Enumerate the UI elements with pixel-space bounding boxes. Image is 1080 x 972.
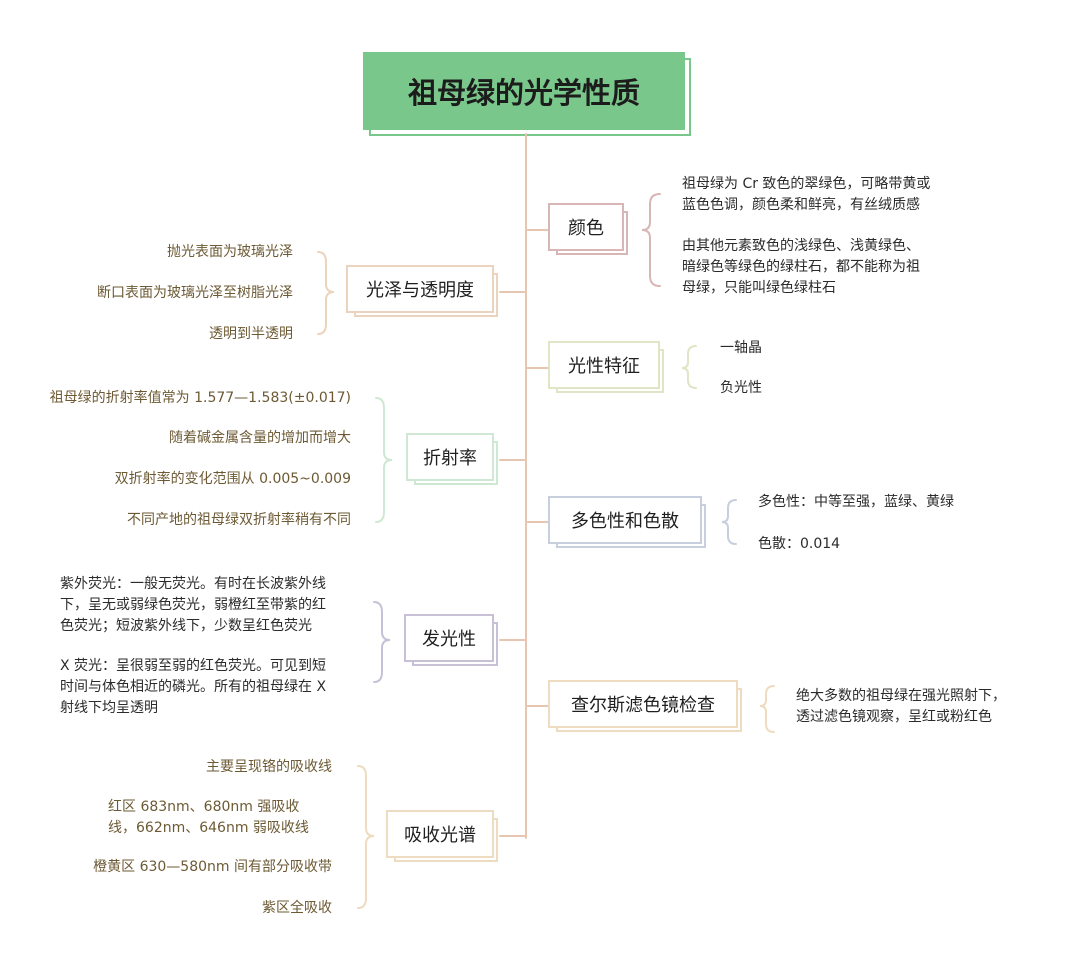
node-pleochroism: 多色性和色散 [548, 496, 706, 548]
node-luminescence-label: 发光性 [422, 629, 476, 650]
refraction-detail-2: 随着碱金属含量的增加而增大 [169, 430, 351, 446]
node-optic-label: 光性特征 [568, 356, 640, 377]
node-luster: 光泽与透明度 [346, 265, 498, 317]
node-luster-label: 光泽与透明度 [366, 280, 474, 301]
node-absorption-spectrum: 吸收光谱 [386, 810, 498, 862]
node-absorption-spectrum-label: 吸收光谱 [404, 825, 476, 846]
chelsea-detail-1: 绝大多数的祖母绿在强光照射下， 透过滤色镜观察，呈红或粉红色 [796, 688, 1006, 725]
optic-detail-1: 一轴晶 [720, 340, 762, 356]
luminescence-detail-2: X 荧光：呈很弱至弱的红色荧光。可见到短 时间与体色相近的磷光。所有的祖母绿在 … [60, 658, 327, 716]
luster-detail-2: 断口表面为玻璃光泽至树脂光泽 [97, 285, 293, 301]
optic-detail-2: 负光性 [720, 380, 762, 396]
luster-detail-3: 透明到半透明 [209, 326, 293, 342]
root-title: 祖母绿的光学性质 [407, 76, 640, 110]
node-chelsea-filter: 查尔斯滤色镜检查 [548, 680, 742, 732]
node-optic: 光性特征 [548, 341, 664, 393]
node-refraction-label: 折射率 [423, 448, 477, 469]
color-detail-2: 由其他元素致色的浅绿色、浅黄绿色、 暗绿色等绿色的绿柱石，都不能称为祖 母绿，只… [682, 238, 920, 296]
node-pleochroism-label: 多色性和色散 [571, 511, 679, 532]
node-chelsea-filter-label: 查尔斯滤色镜检查 [571, 695, 715, 716]
color-detail-1: 祖母绿为 Cr 致色的翠绿色，可略带黄或 蓝色色调，颜色柔和鲜亮，有丝绒质感 [682, 176, 931, 213]
absorption-detail-4: 紫区全吸收 [262, 900, 332, 916]
node-luminescence: 发光性 [404, 614, 498, 666]
node-color-label: 颜色 [568, 218, 604, 239]
pleochroism-detail-2: 色散：0.014 [758, 536, 841, 552]
luminescence-detail-1: 紫外荧光：一般无荧光。有时在长波紫外线 下，呈无或弱绿色荧光，弱橙红至带紫的红 … [60, 576, 326, 634]
absorption-detail-1: 主要呈现铬的吸收线 [206, 759, 332, 775]
refraction-detail-1: 祖母绿的折射率值常为 1.577—1.583(±0.017) [49, 390, 351, 406]
node-color: 颜色 [548, 203, 628, 255]
root-title-node: 祖母绿的光学性质 [363, 52, 691, 136]
absorption-detail-3: 橙黄区 630—580nm 间有部分吸收带 [93, 859, 332, 875]
node-refraction: 折射率 [406, 433, 498, 485]
refraction-detail-4: 不同产地的祖母绿双折射率稍有不同 [127, 512, 351, 528]
refraction-detail-3: 双折射率的变化范围从 0.005~0.009 [114, 471, 351, 487]
luster-detail-1: 抛光表面为玻璃光泽 [167, 244, 293, 260]
absorption-detail-2: 红区 683nm、680nm 强吸收 线，662nm、646nm 弱吸收线 [108, 799, 309, 836]
pleochroism-detail-1: 多色性：中等至强，蓝绿、黄绿 [758, 494, 954, 510]
